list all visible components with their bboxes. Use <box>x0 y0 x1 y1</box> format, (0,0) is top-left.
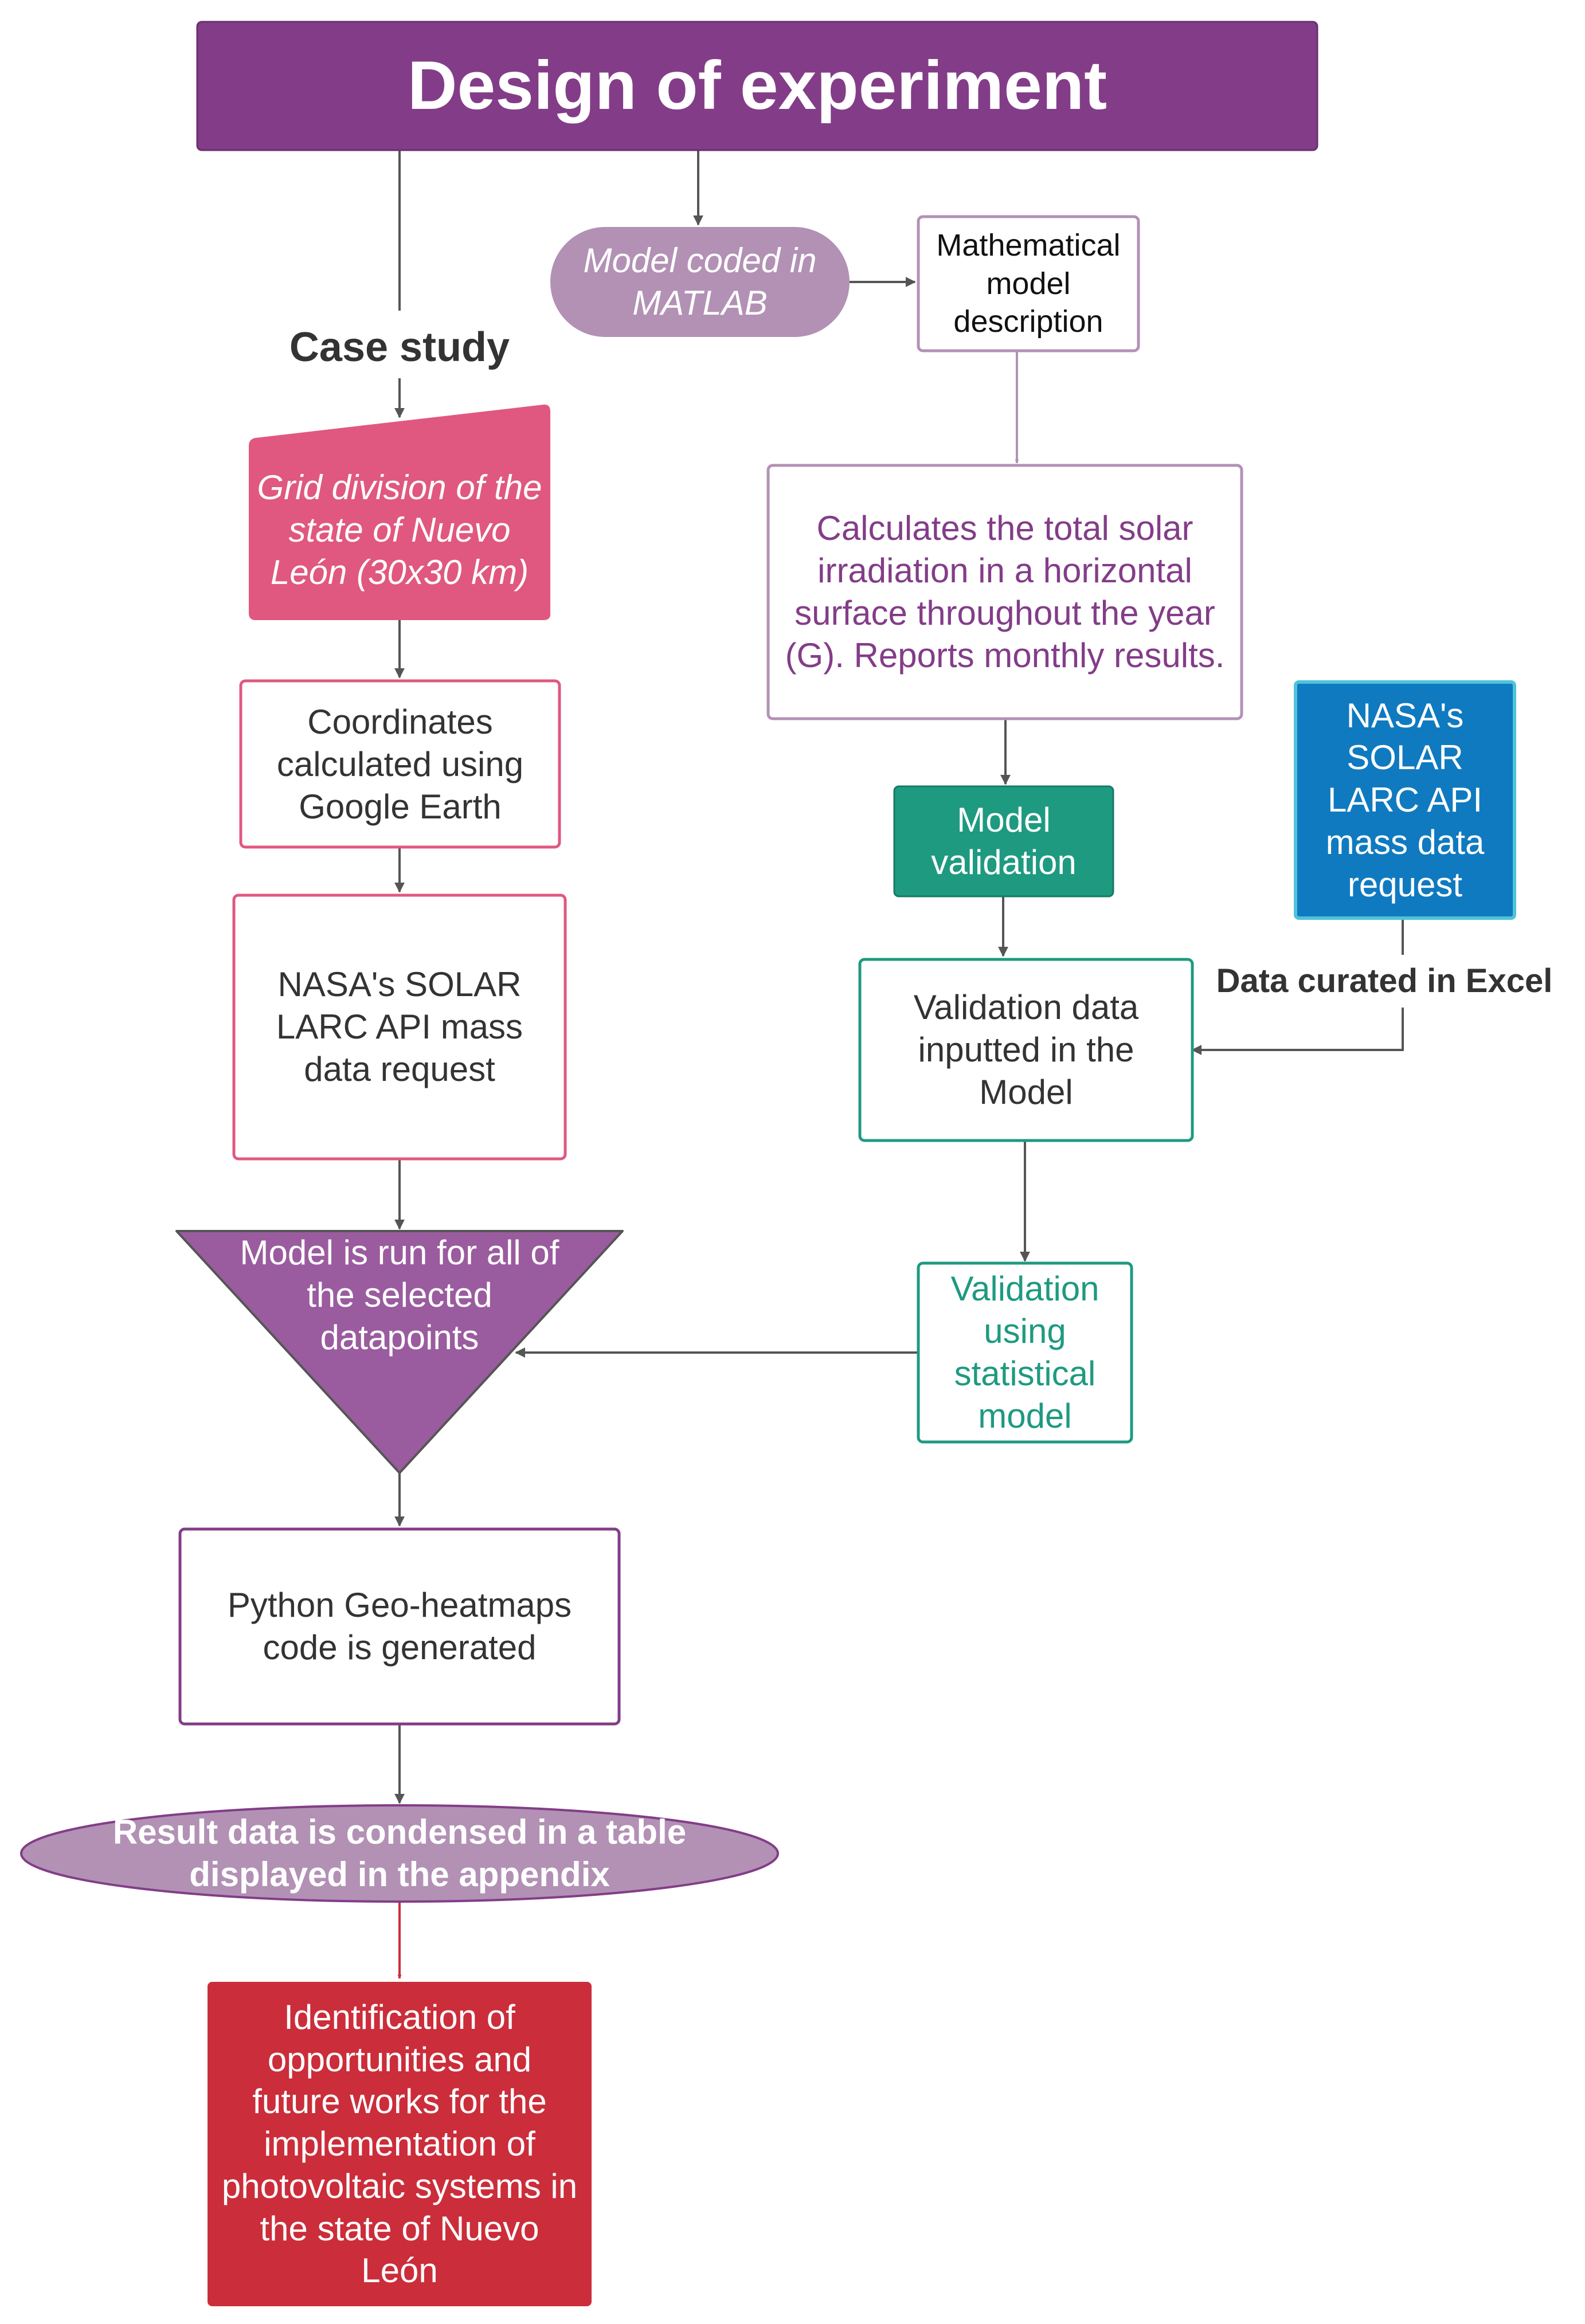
nasa-left-text: NASA's SOLAR LARC API mass data request <box>276 965 523 1088</box>
validation-input-node <box>858 958 1194 1142</box>
page-title: Design of experiment <box>407 47 1107 124</box>
grid-text: Grid division of the state of Nuevo León… <box>257 468 542 591</box>
data-curated-label: Data curated in Excel <box>1204 955 1565 1008</box>
nasa-right-text: NASA's SOLAR LARC API mass data request <box>1325 696 1485 904</box>
title-box <box>196 21 1318 151</box>
python-text: Python Geo-heatmaps code is generated <box>227 1586 572 1667</box>
nasa-left-node <box>232 893 567 1161</box>
identification-text: Identification of opportunities and futu… <box>221 1997 578 2290</box>
matlab-node <box>550 227 850 337</box>
validation-stat-text: Validation using statistical model <box>950 1269 1099 1435</box>
model-validation-node <box>893 785 1114 898</box>
validation-input-text: Validation data inputted in the Model <box>913 988 1139 1111</box>
math-model-node <box>917 215 1140 352</box>
model-run-node <box>175 1230 624 1474</box>
nasa-right-node <box>1294 680 1516 920</box>
model-run-text: Model is run for all of the selected dat… <box>240 1233 559 1357</box>
coords-node <box>239 679 561 849</box>
solar-calc-text: Calculates the total solar irradiation i… <box>785 509 1225 675</box>
coords-text: Coordinates calculated using Google Eart… <box>276 703 524 826</box>
solar-calc-node <box>766 464 1243 720</box>
identification-node <box>208 1982 592 2306</box>
result-text: Result data is condensed in a table disp… <box>112 1813 687 1894</box>
validation-stat-node <box>917 1261 1133 1444</box>
python-node <box>178 1527 621 1726</box>
matlab-text: Model coded in MATLAB <box>583 241 817 322</box>
result-node <box>20 1804 779 1903</box>
math-model-text: Mathematical model description <box>936 228 1121 339</box>
case-study-label: Case study <box>241 318 558 377</box>
grid-node <box>249 404 550 620</box>
model-validation-text: Model validation <box>931 801 1077 881</box>
